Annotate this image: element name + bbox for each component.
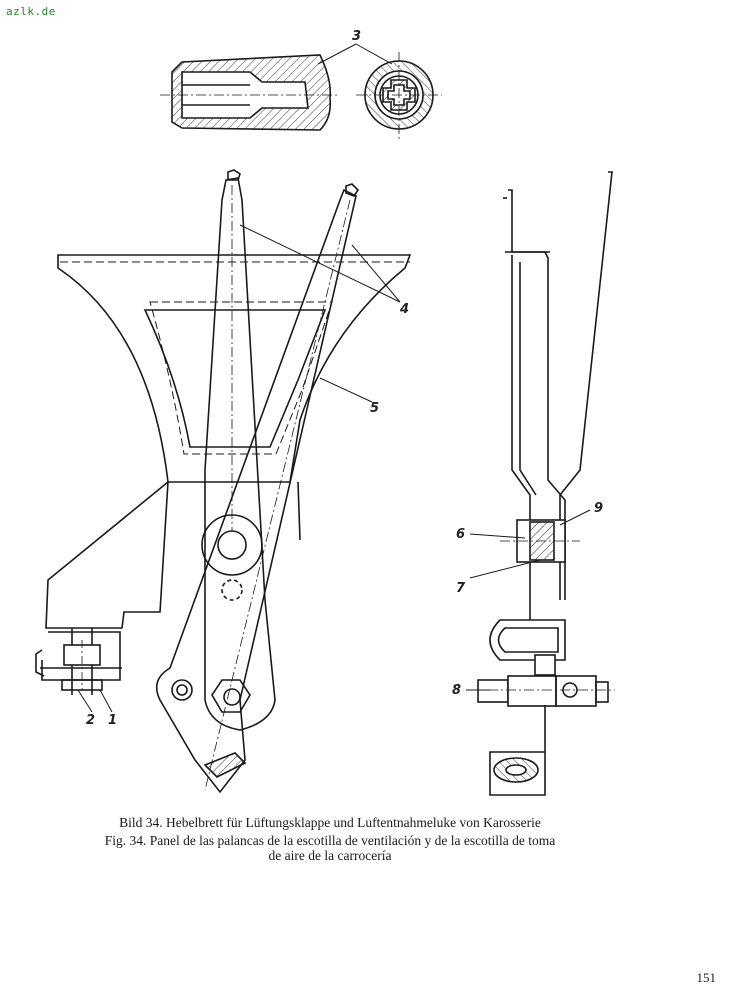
callout-1: 1	[108, 713, 117, 728]
callout-4: 4	[399, 302, 409, 317]
callout-2: 2	[86, 713, 95, 728]
callout-8: 8	[452, 683, 461, 698]
callout-6: 6	[456, 527, 465, 542]
callout-5: 5	[370, 401, 379, 416]
callout-7: 7	[456, 581, 466, 596]
side-view-assembly	[470, 171, 615, 796]
caption-spanish-line2: de aire de la carrocería	[268, 848, 392, 863]
callout-3: 3	[352, 29, 361, 44]
lever-knob-section	[160, 54, 340, 131]
caption-spanish-line1: Fig. 34. Panel de las palancas de la esc…	[104, 833, 556, 848]
technical-drawing: 3 4 5 2 1 6 9 7 8	[35, 29, 615, 796]
callout-9: 9	[594, 501, 603, 516]
lever-vertical	[201, 169, 276, 731]
mounting-bracket	[35, 481, 301, 695]
site-watermark: azlk.de	[6, 5, 56, 18]
lever-knob-end-view	[356, 52, 442, 140]
lever-diagonal	[155, 183, 360, 794]
caption-german: Bild 34. Hebelbrett für Lüftungsklappe u…	[119, 815, 541, 830]
caption-spanish: Fig. 34. Panel de las palancas de la esc…	[40, 833, 620, 863]
page-number: 151	[696, 970, 717, 985]
lever-panel	[57, 254, 412, 483]
